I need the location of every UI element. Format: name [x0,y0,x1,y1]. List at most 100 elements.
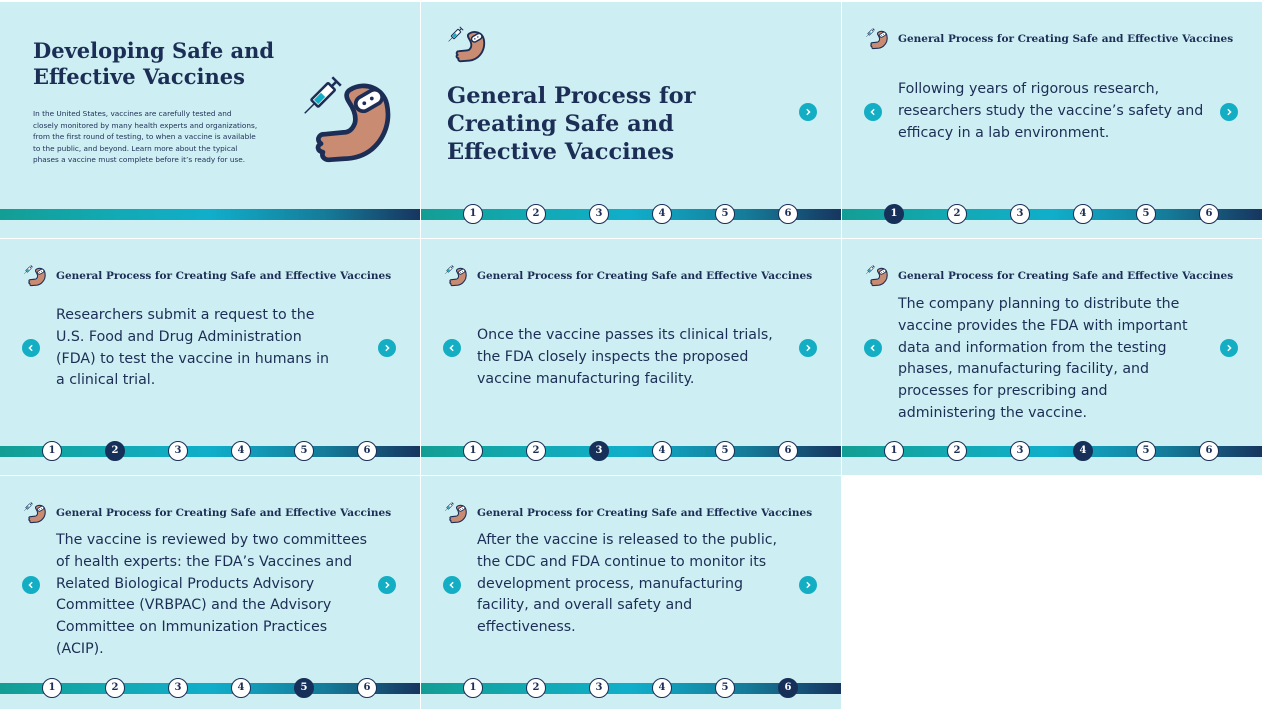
panel-header: General Process for Creating Safe and Ef… [864,264,1233,288]
chevron-left-icon [27,344,35,352]
step-text: The vaccine is reviewed by two committee… [56,532,368,657]
step-dot-active[interactable]: 3 [589,441,609,461]
next-button[interactable] [378,339,396,357]
intro-title: Developing Safe and Effective Vaccines [33,38,275,89]
chevron-left-icon [869,344,877,352]
step-dot[interactable]: 6 [778,441,798,461]
next-button[interactable] [378,576,396,594]
step-dot[interactable]: 1 [42,678,62,698]
panel-header: General Process for Creating Safe and Ef… [22,264,391,288]
step-dot[interactable]: 6 [357,678,377,698]
step-dot[interactable]: 3 [1010,204,1030,224]
progress-bar [0,683,420,694]
step-dot[interactable]: 5 [294,441,314,461]
step-6-panel: General Process for Creating Safe and Ef… [421,476,841,709]
next-button[interactable] [1220,339,1238,357]
step-dot[interactable]: 2 [105,678,125,698]
next-button[interactable] [799,576,817,594]
chevron-right-icon [804,581,812,589]
bandaged-arm-icon [443,264,469,288]
step-dot[interactable]: 2 [526,204,546,224]
step-dot[interactable]: 4 [652,204,672,224]
step-dot[interactable]: 4 [231,441,251,461]
step-2-panel: General Process for Creating Safe and Ef… [0,239,420,475]
step-dot[interactable]: 6 [778,204,798,224]
step-dot[interactable]: 1 [463,204,483,224]
panel-header-title: General Process for Creating Safe and Ef… [56,507,392,519]
step-dot[interactable]: 3 [1010,441,1030,461]
step-dot[interactable]: 5 [1136,204,1156,224]
prev-button[interactable] [443,339,461,357]
step-dot[interactable]: 2 [947,204,967,224]
step-dot[interactable]: 1 [884,441,904,461]
step-dot[interactable]: 4 [231,678,251,698]
step-dot[interactable]: 4 [1073,204,1093,224]
bandaged-arm-icon [445,24,489,66]
step-dot[interactable]: 2 [526,678,546,698]
chevron-left-icon [448,344,456,352]
step-dot[interactable]: 6 [1199,204,1219,224]
step-4-panel: General Process for Creating Safe and Ef… [842,239,1262,475]
next-button[interactable] [1220,103,1238,121]
progress-bar [842,209,1262,220]
panel-header-title: General Process for Creating Safe and Ef… [898,33,1234,45]
step-dot-active[interactable]: 2 [105,441,125,461]
progress-bar [0,209,420,220]
bandaged-arm-icon [306,74,400,172]
panel-header: General Process for Creating Safe and Ef… [864,27,1233,51]
step-text: The company planning to distribute the v… [898,296,1188,421]
bandaged-arm-icon [864,27,890,51]
next-button[interactable] [799,103,817,121]
step-dot[interactable]: 1 [42,441,62,461]
chevron-right-icon [383,581,391,589]
step-dot[interactable]: 3 [589,678,609,698]
next-button[interactable] [799,339,817,357]
step-dot-active[interactable]: 4 [1073,441,1093,461]
step-dot[interactable]: 3 [168,678,188,698]
step-dot[interactable]: 1 [463,441,483,461]
step-dot[interactable]: 4 [652,441,672,461]
chevron-left-icon [448,581,456,589]
intro-text: In the United States, vaccines are caref… [33,109,258,164]
step-dot[interactable]: 5 [715,441,735,461]
prev-button[interactable] [22,339,40,357]
step-dot[interactable]: 2 [947,441,967,461]
step-dot[interactable]: 5 [715,678,735,698]
step-dot-active[interactable]: 6 [778,678,798,698]
prev-button[interactable] [443,576,461,594]
step-dot[interactable]: 2 [526,441,546,461]
progress-bar [421,446,841,457]
progress-bar [421,209,841,220]
step-dot[interactable]: 1 [463,678,483,698]
step-dot[interactable]: 3 [589,204,609,224]
panel-header: General Process for Creating Safe and Ef… [443,264,812,288]
step-dot[interactable]: 4 [652,678,672,698]
step-dot[interactable]: 6 [1199,441,1219,461]
step-dot-active[interactable]: 5 [294,678,314,698]
step-dot[interactable]: 6 [357,441,377,461]
step-text: After the vaccine is released to the pub… [477,532,778,636]
step-dot[interactable]: 3 [168,441,188,461]
prev-button[interactable] [22,576,40,594]
step-dot[interactable]: 5 [715,204,735,224]
panel-header-title: General Process for Creating Safe and Ef… [898,270,1234,282]
panel-header: General Process for Creating Safe and Ef… [22,501,391,525]
bandaged-arm-icon [443,501,469,525]
panel-header-title: General Process for Creating Safe and Ef… [477,507,813,519]
step-text: Following years of rigorous research, re… [898,81,1204,141]
chevron-left-icon [869,108,877,116]
step-text: Once the vaccine passes its clinical tri… [477,327,773,387]
bandaged-arm-icon [22,264,48,288]
step-dot-active[interactable]: 1 [884,204,904,224]
progress-bar [842,446,1262,457]
step-text: Researchers submit a request to the U.S.… [56,307,330,389]
chevron-right-icon [804,344,812,352]
prev-button[interactable] [864,339,882,357]
step-1-panel: General Process for Creating Safe and Ef… [842,2,1262,238]
panel-header-title: General Process for Creating Safe and Ef… [477,270,813,282]
prev-button[interactable] [864,103,882,121]
overview-panel: General Process for Creating Safe and Ef… [421,2,841,238]
step-dot[interactable]: 5 [1136,441,1156,461]
chevron-right-icon [1225,108,1233,116]
bandaged-arm-icon [864,264,890,288]
